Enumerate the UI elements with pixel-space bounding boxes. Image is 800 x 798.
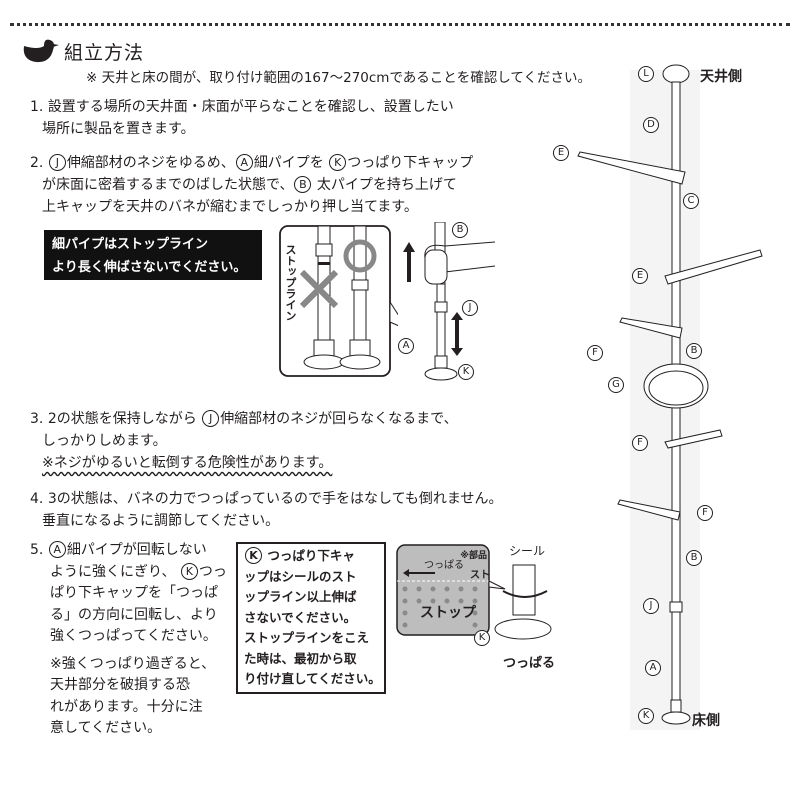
- stop-line-warning: 細パイプはストップライン より長く伸ばさないでください。: [44, 230, 262, 280]
- part-label-e: E: [632, 268, 648, 284]
- tighten-label: つっぱる: [503, 656, 556, 671]
- range-note: ※ 天井と床の間が、取り付け範囲の167〜270cmであることを確認してください…: [86, 70, 591, 86]
- seal-stop-line-note: K つっぱり下キャ ップはシールのスト ップライン以上伸ば さないでください。 …: [236, 542, 386, 694]
- pole-hanger-diagram: [577, 64, 763, 730]
- parts-note: ※部品: [460, 551, 487, 561]
- hand-lifting-pipe-illustration: [403, 222, 496, 381]
- tighten-direction-label: つっぱる: [424, 560, 464, 571]
- part-label-e: E: [553, 145, 569, 161]
- floor-side-label: 床側: [692, 713, 720, 729]
- part-label-f: F: [632, 435, 648, 451]
- part-label-a: A: [645, 660, 661, 676]
- part-ref-k: K: [180, 562, 198, 580]
- loose-screw-caution: ※ネジがゆるいと転倒する危険性があります。: [42, 455, 333, 471]
- part-label-d: D: [643, 117, 659, 133]
- cap-rotation-illustration: [396, 544, 552, 640]
- part-label-l: L: [638, 66, 654, 82]
- part-ref-a: A: [48, 541, 66, 558]
- part-label-k: K: [474, 630, 490, 646]
- step-1: 1. 設置する場所の天井面・床面が平らなことを確認し、設置したい 場所に製品を置…: [30, 99, 454, 137]
- seal-label: シール: [509, 544, 546, 558]
- stop-label: ストップ: [420, 605, 476, 621]
- page-title: 組立方法: [64, 42, 145, 64]
- step-4: 4. 3の状態は、バネの力でつっぱっているので手をはなしても倒れません。 垂直に…: [30, 491, 503, 529]
- stop-line-label: ストップライン: [284, 244, 297, 321]
- part-ref-j: J: [202, 410, 220, 427]
- part-label-c: C: [683, 193, 699, 209]
- part-ref-b: B: [294, 176, 312, 193]
- part-ref-k: K: [329, 154, 347, 171]
- part-label-b: B: [686, 550, 702, 566]
- part-label-f: F: [697, 505, 713, 521]
- ceiling-side-label: 天井側: [700, 69, 742, 85]
- part-label-k: K: [638, 708, 654, 724]
- part-label-j: J: [643, 598, 659, 614]
- stop-line-illustration: [279, 225, 398, 377]
- part-label-b: B: [686, 343, 702, 359]
- part-ref-a: A: [235, 154, 253, 171]
- part-label-k: K: [458, 364, 474, 380]
- part-ref-k: K: [245, 547, 262, 564]
- part-label-j: J: [462, 300, 478, 316]
- part-ref-j: J: [48, 154, 66, 171]
- part-label-g: G: [608, 377, 624, 393]
- part-label-b: B: [452, 222, 468, 238]
- dotted-divider: [10, 23, 790, 26]
- partial-stop-label: スト: [470, 570, 490, 581]
- part-label-a: A: [398, 338, 414, 354]
- part-label-f: F: [587, 345, 603, 361]
- bird-icon: [23, 39, 59, 63]
